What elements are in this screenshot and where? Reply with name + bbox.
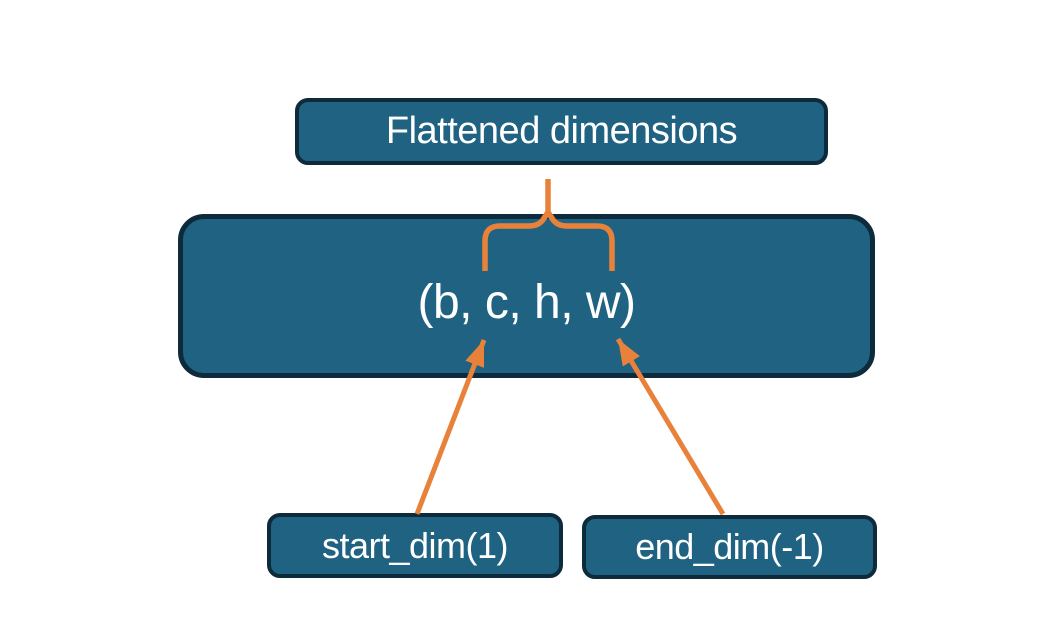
tensor-shape-box: (b, c, h, w) — [178, 214, 875, 378]
end-dim-label: end_dim(-1) — [635, 526, 824, 567]
end-dim-box: end_dim(-1) — [582, 515, 877, 579]
start-dim-box: start_dim(1) — [267, 513, 563, 578]
start-dim-label: start_dim(1) — [321, 524, 509, 566]
flattened-dimensions-label: Flattened dimensions — [385, 110, 738, 152]
flattened-dimensions-box: Flattened dimensions — [295, 98, 828, 165]
tensor-shape-label: (b, c, h, w) — [417, 275, 636, 329]
